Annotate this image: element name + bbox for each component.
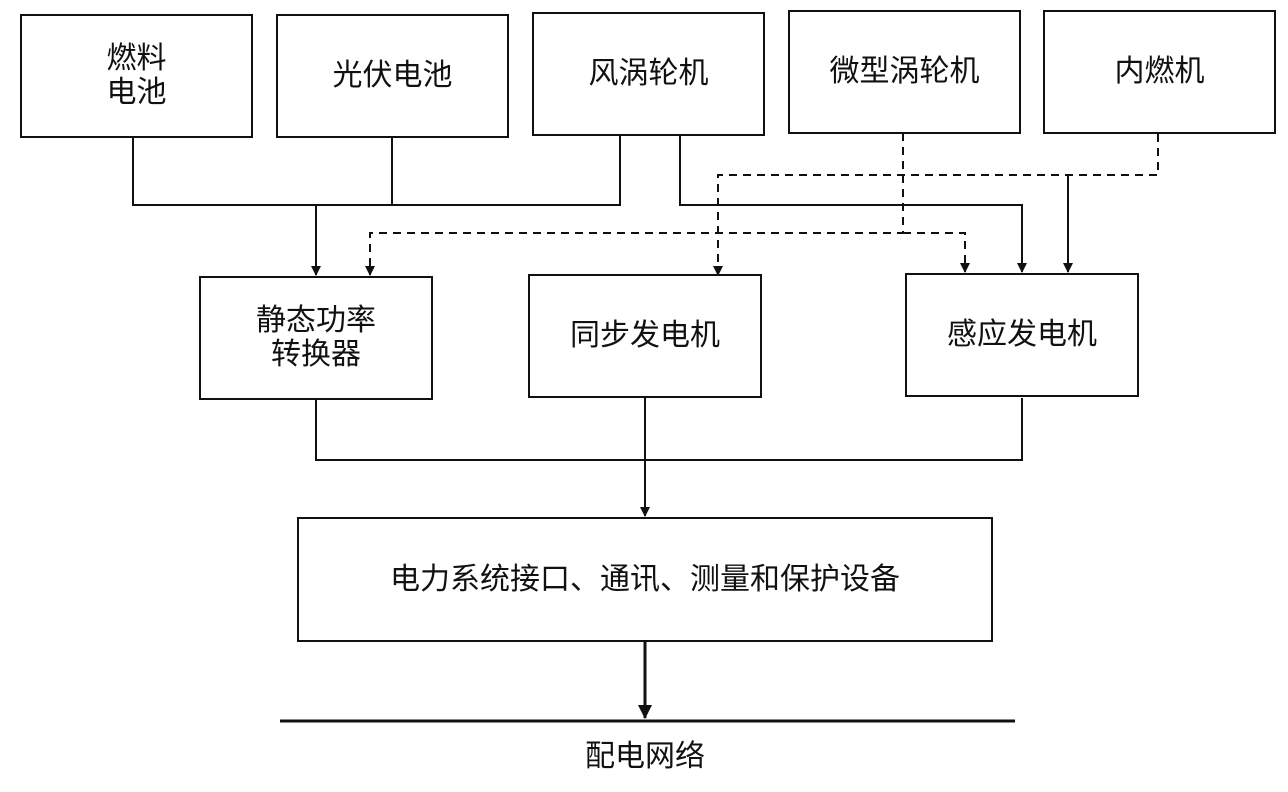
ice-to-synchronous-dashed bbox=[713, 134, 1159, 276]
wind-turbine-box: 风涡轮机 bbox=[532, 12, 765, 136]
wind-turbine-label: 风涡轮机 bbox=[588, 56, 709, 91]
static-power-converter-box: 静态功率 转换器 bbox=[199, 276, 433, 400]
fuel-cell-box: 燃料 电池 bbox=[20, 14, 253, 138]
photovoltaic-label: 光伏电池 bbox=[332, 58, 453, 93]
internal-combustion-engine-box: 内燃机 bbox=[1043, 10, 1276, 134]
distribution-network-label: 配电网络 bbox=[585, 739, 705, 774]
micro-turbine-label: 微型涡轮机 bbox=[829, 54, 980, 89]
microturbine-to-induction-dashed bbox=[903, 232, 970, 273]
induction-generator-label: 感应发电机 bbox=[947, 317, 1097, 352]
grid-interface-box: 电力系统接口、通讯、测量和保护设备 bbox=[297, 517, 993, 642]
static-power-converter-label: 静态功率 转换器 bbox=[256, 303, 376, 372]
photovoltaic-box: 光伏电池 bbox=[276, 14, 509, 138]
synchronous-generator-label: 同步发电机 bbox=[570, 318, 720, 353]
internal-combustion-engine-label: 内燃机 bbox=[1114, 54, 1205, 89]
microturbine-to-static-dashed bbox=[365, 133, 904, 276]
micro-turbine-box: 微型涡轮机 bbox=[788, 10, 1021, 134]
dc-source-bus-line bbox=[132, 135, 621, 206]
fuel-cell-label: 燃料 电池 bbox=[106, 41, 167, 110]
grid-interface-label: 电力系统接口、通讯、测量和保护设备 bbox=[390, 561, 900, 597]
converter-collector-line bbox=[315, 398, 1023, 461]
wind-to-induction-line bbox=[679, 135, 1027, 273]
induction-generator-box: 感应发电机 bbox=[905, 273, 1139, 397]
synchronous-generator-box: 同步发电机 bbox=[528, 274, 762, 398]
